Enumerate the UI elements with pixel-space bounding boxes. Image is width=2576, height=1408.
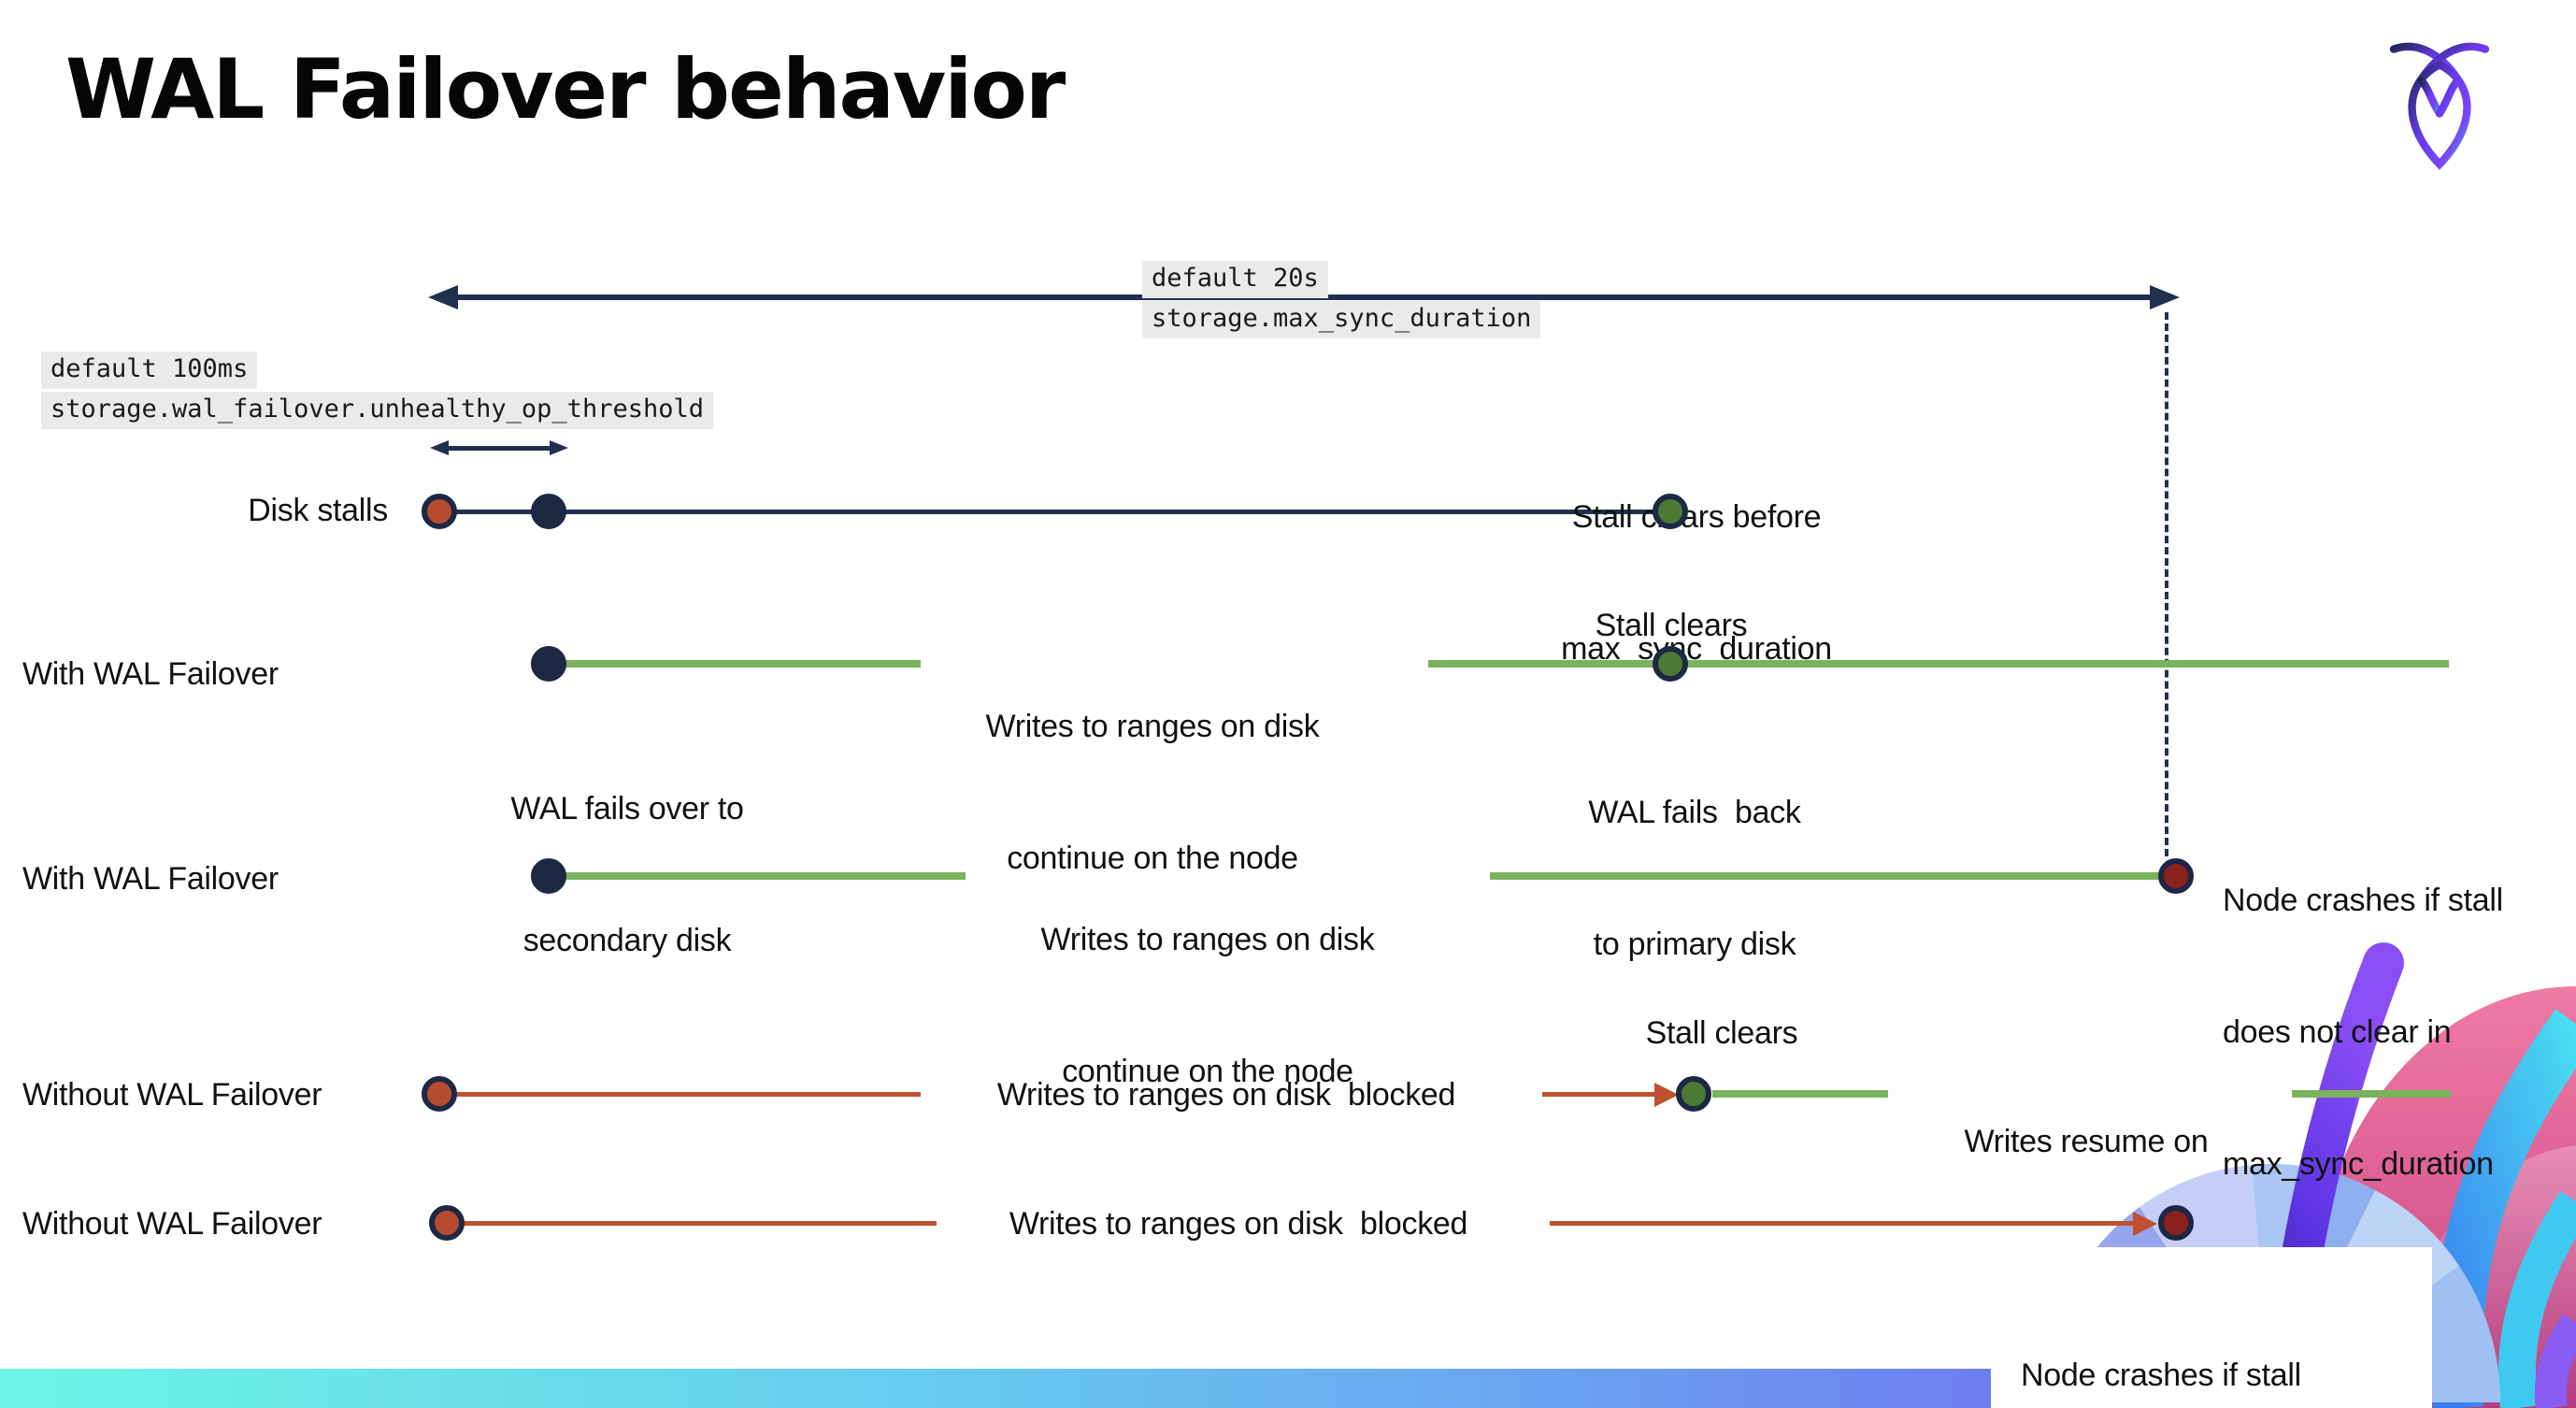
row-label-with-failover-1: With WAL Failover: [22, 656, 279, 692]
threshold-dot: [531, 494, 566, 529]
note-node-crashes-1: Node crashes if stall does not clear in …: [2223, 883, 2503, 1182]
arrowhead-right-icon: [2150, 285, 2180, 309]
writes-blocked-line-1: [456, 1092, 921, 1097]
threshold-default-value: default 100ms: [41, 352, 258, 389]
arrowhead-left-icon: [428, 285, 458, 309]
stall-start-dot-3: [429, 1205, 465, 1241]
node-crash-callout-box: Node crashes if stall does not clear in …: [1991, 1247, 2432, 1408]
note-fails-back: WAL fails back to primary disk: [1588, 795, 1801, 962]
mini-arrowhead-left-icon: [430, 440, 449, 455]
max-sync-setting-name: storage.max_sync_duration: [1142, 301, 1541, 338]
disk-stalls-timeline: [439, 510, 1673, 514]
writes-resume-line-2: [2292, 1090, 2451, 1098]
writes-blocked-line-2: [464, 1221, 937, 1226]
stall-clears-dot-2: [1676, 1076, 1711, 1112]
threshold-callout: default 100ms storage.wal_failover.unhea…: [41, 352, 713, 432]
threshold-span-line: [445, 446, 551, 451]
note-writes-blocked-1: Writes to ranges on disk blocked: [996, 1077, 1456, 1113]
mini-arrowhead-right-icon: [550, 440, 568, 455]
writes-resume-line-1: [1712, 1090, 1888, 1098]
note-writes-blocked-2: Writes to ranges on disk blocked: [1009, 1206, 1468, 1242]
writes-continue-line-1: [561, 660, 921, 668]
red-arrowhead-icon-1: [1654, 1083, 1679, 1107]
row-label-without-failover-1: Without WAL Failover: [22, 1077, 322, 1113]
note-node-crashes-2: Node crashes if stall does not clear in …: [2021, 1358, 2301, 1393]
failover-dot-2: [531, 858, 566, 894]
note-stall-clears-2: Stall clears: [1645, 1015, 1798, 1051]
row-label-disk-stalls: Disk stalls: [248, 493, 388, 528]
note-writes-continue-1: Writes to ranges on disk continue on the…: [985, 709, 1320, 876]
writes-continue-line-3: [561, 872, 966, 880]
writes-blocked-arrow-line-1: [1542, 1092, 1666, 1097]
note-writes-continue-2: Writes to ranges on disk continue on the…: [1040, 922, 1375, 1089]
row-label-with-failover-2: With WAL Failover: [22, 861, 279, 897]
max-sync-callout: default 20s storage.max_sync_duration: [1142, 261, 1541, 341]
max-sync-default-value: default 20s: [1142, 261, 1328, 298]
failover-dot: [531, 646, 566, 682]
stall-start-dot: [422, 494, 457, 529]
page-title: WAL Failover behavior: [65, 41, 1066, 137]
threshold-setting-name: storage.wal_failover.unhealthy_op_thresh…: [41, 392, 713, 429]
writes-continue-line-4: [1490, 872, 2163, 880]
note-stall-clears-1: Stall clears: [1595, 608, 1748, 643]
cockroachdb-logo-icon: [2389, 42, 2490, 170]
writes-blocked-arrow-line-2: [1550, 1221, 2135, 1226]
row-label-without-failover-2: Without WAL Failover: [22, 1206, 322, 1242]
note-fails-over: WAL fails over to secondary disk: [510, 791, 744, 958]
stall-start-dot-2: [422, 1076, 457, 1112]
max-sync-deadline-dashed-line: [2165, 312, 2168, 856]
stall-clears-dot: [1653, 494, 1688, 529]
node-crash-dot-2: [2158, 1205, 2194, 1241]
red-arrowhead-icon-2: [2133, 1212, 2157, 1236]
writes-continue-line-2: [1428, 660, 2449, 668]
failback-dot: [1653, 646, 1688, 682]
node-crash-dot-1: [2158, 858, 2194, 894]
